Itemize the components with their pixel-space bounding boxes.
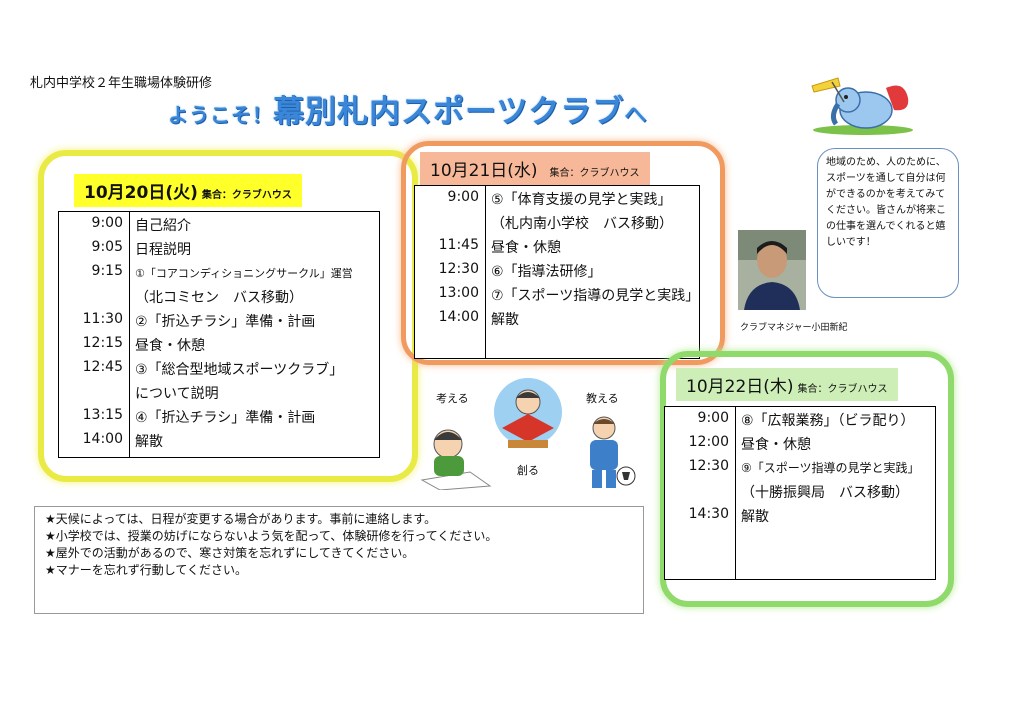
schedule-row: 9:15 ①「コアコンディショニングサークル」運営: [59, 263, 379, 287]
row-activity: ⑨「スポーツ指導の見学と実践」: [741, 461, 920, 475]
schedule-row: 12:15 昼食・休憩: [59, 335, 379, 359]
day-panel-oct21: [401, 141, 725, 365]
coach-teaching-icon: [590, 416, 636, 488]
row-activity: ④「折込チラシ」準備・計画: [135, 410, 316, 426]
schedule-row: （札内南小学校 バス移動）: [415, 213, 699, 237]
row-activity: 昼食・休憩: [741, 437, 811, 453]
manager-caption: クラブマネジャー小田新紀: [740, 323, 848, 333]
schedule-row: 12:30 ⑨「スポーツ指導の見学と実践」: [665, 458, 935, 482]
page-title: ようこそ！幕別札内スポーツクラブへ: [168, 86, 647, 131]
title-prefix: ようこそ！: [168, 103, 273, 127]
row-activity: ⑥「指導法研修」: [491, 264, 602, 280]
day-panel-oct22: [660, 351, 954, 607]
meeting-place: 集合：クラブハウス: [201, 190, 292, 201]
schedule-table-oct21: 9:00 ⑤「体育支援の見学と実践」 （札内南小学校 バス移動） 11:45 昼食・…: [414, 185, 700, 359]
schedule-row: 14:30 解散: [665, 506, 935, 530]
schedule-table-oct20: 9:00 自己紹介 9:05 日程説明 9:15 ①「コアコンディショニングサークル」…: [58, 211, 380, 458]
row-time: 12:00: [688, 434, 729, 450]
row-time: 12:45: [82, 359, 123, 375]
student-thinking-icon: [420, 429, 492, 490]
notes-box: ★天候によっては、日程が変更する場合があります。事前に連絡します。 ★小学校では…: [34, 506, 644, 614]
title-suffix: へ: [624, 103, 648, 128]
row-time: 13:15: [82, 407, 123, 423]
row-time: 11:30: [82, 311, 123, 327]
schedule-row: 13:00 ⑦「スポーツ指導の見学と実践」: [415, 285, 700, 309]
row-activity: 解散: [491, 312, 519, 328]
row-activity: （十勝振興局 バス移動）: [741, 485, 909, 501]
row-activity: ⑦「スポーツ指導の見学と実践」: [491, 288, 700, 304]
day-date: 10月22日(木): [686, 377, 794, 397]
row-activity: ③「総合型地域スポーツクラブ」: [135, 362, 344, 378]
row-time: 9:15: [91, 263, 123, 279]
meeting-place: 集合：クラブハウス: [549, 168, 640, 179]
column-divider: [735, 407, 736, 579]
row-time: 12:15: [82, 335, 123, 351]
row-time: 9:00: [447, 189, 479, 205]
row-activity: 昼食・休憩: [135, 338, 205, 354]
day-header-oct22: 10月22日(木)集合：クラブハウス: [676, 368, 898, 401]
schedule-row: （十勝振興局 バス移動）: [665, 482, 935, 506]
manager-speech-bubble: 地域のため、人のために、スポーツを通して自分は何ができるのかを考えてみてください…: [817, 148, 959, 298]
note-item: ★マナーを忘れず行動してください。: [45, 563, 248, 577]
row-activity: （札内南小学校 バス移動）: [491, 216, 673, 232]
schedule-row: 13:15 ④「折込チラシ」準備・計画: [59, 407, 379, 431]
row-time: 9:00: [91, 215, 123, 231]
schedule-table-oct22: 9:00 ⑧「広報業務」（ビラ配り） 12:00 昼食・休憩 12:30 ⑨「スポーツ…: [664, 406, 936, 580]
manager-photo: [738, 230, 806, 310]
schedule-row: 9:00 自己紹介: [59, 215, 379, 239]
label-teach: 教える: [586, 392, 619, 405]
day-date: 10月21日(水): [430, 161, 538, 181]
row-time: 13:00: [438, 285, 479, 301]
label-think: 考える: [436, 392, 469, 405]
row-activity: ②「折込チラシ」準備・計画: [135, 314, 316, 330]
row-activity: について説明: [135, 386, 219, 402]
row-activity: 解散: [741, 509, 769, 525]
day-header-oct20: 10月20日(火)集合：クラブハウス: [74, 174, 302, 207]
row-time: 14:00: [82, 431, 123, 447]
row-activity: ⑧「広報業務」（ビラ配り）: [741, 413, 915, 429]
schedule-row: 11:30 ②「折込チラシ」準備・計画: [59, 311, 379, 335]
schedule-row: 14:00 解散: [59, 431, 379, 455]
meeting-place: 集合：クラブハウス: [797, 384, 888, 395]
row-activity: 昼食・休憩: [491, 240, 561, 256]
column-divider: [129, 212, 130, 457]
schedule-row: 12:45 ③「総合型地域スポーツクラブ」: [59, 359, 379, 383]
row-time: 9:00: [697, 410, 729, 426]
schedule-row: 9:00 ⑧「広報業務」（ビラ配り）: [665, 410, 935, 434]
schedule-row: 12:30 ⑥「指導法研修」: [415, 261, 699, 285]
schedule-row: 9:00 ⑤「体育支援の見学と実践」: [415, 189, 699, 213]
row-activity: 日程説明: [135, 242, 191, 258]
row-activity: 自己紹介: [135, 218, 191, 234]
row-time: 14:00: [438, 309, 479, 325]
row-time: 11:45: [438, 237, 479, 253]
day-header-oct21: 10月21日(水) 集合：クラブハウス: [420, 152, 650, 185]
row-time: 14:30: [688, 506, 729, 522]
row-activity: 解散: [135, 434, 163, 450]
page-subtitle: 札内中学校２年生職場体験研修: [30, 76, 213, 91]
schedule-row: 14:00 解散: [415, 309, 699, 333]
row-time: 9:05: [91, 239, 123, 255]
schedule-row: 12:00 昼食・休憩: [665, 434, 935, 458]
column-divider: [485, 186, 486, 358]
row-time: 12:30: [688, 458, 729, 474]
row-time: 12:30: [438, 261, 479, 277]
elephant-logo-icon: [811, 77, 913, 135]
schedule-row: （北コミセン バス移動）: [59, 287, 379, 311]
label-create: 創る: [517, 464, 539, 477]
row-activity: ①「コアコンディショニングサークル」運営: [135, 267, 353, 280]
note-item: ★天候によっては、日程が変更する場合があります。事前に連絡します。: [45, 512, 437, 526]
note-item: ★屋外での活動があるので、寒さ対策を忘れずにしてきてください。: [45, 546, 415, 560]
schedule-row: 11:45 昼食・休憩: [415, 237, 699, 261]
note-item: ★小学校では、授業の妨げにならないよう気を配って、体験研修を行ってください。: [45, 529, 498, 543]
row-activity: （北コミセン バス移動）: [135, 290, 303, 306]
row-activity: ⑤「体育支援の見学と実践」: [491, 192, 672, 208]
schedule-row: について説明: [59, 383, 379, 407]
title-main: 幕別札内スポーツクラブ: [273, 94, 625, 130]
day-date: 10月20日(火): [84, 183, 198, 203]
schedule-row: 9:05 日程説明: [59, 239, 379, 263]
student-creating-icon: [494, 378, 562, 448]
